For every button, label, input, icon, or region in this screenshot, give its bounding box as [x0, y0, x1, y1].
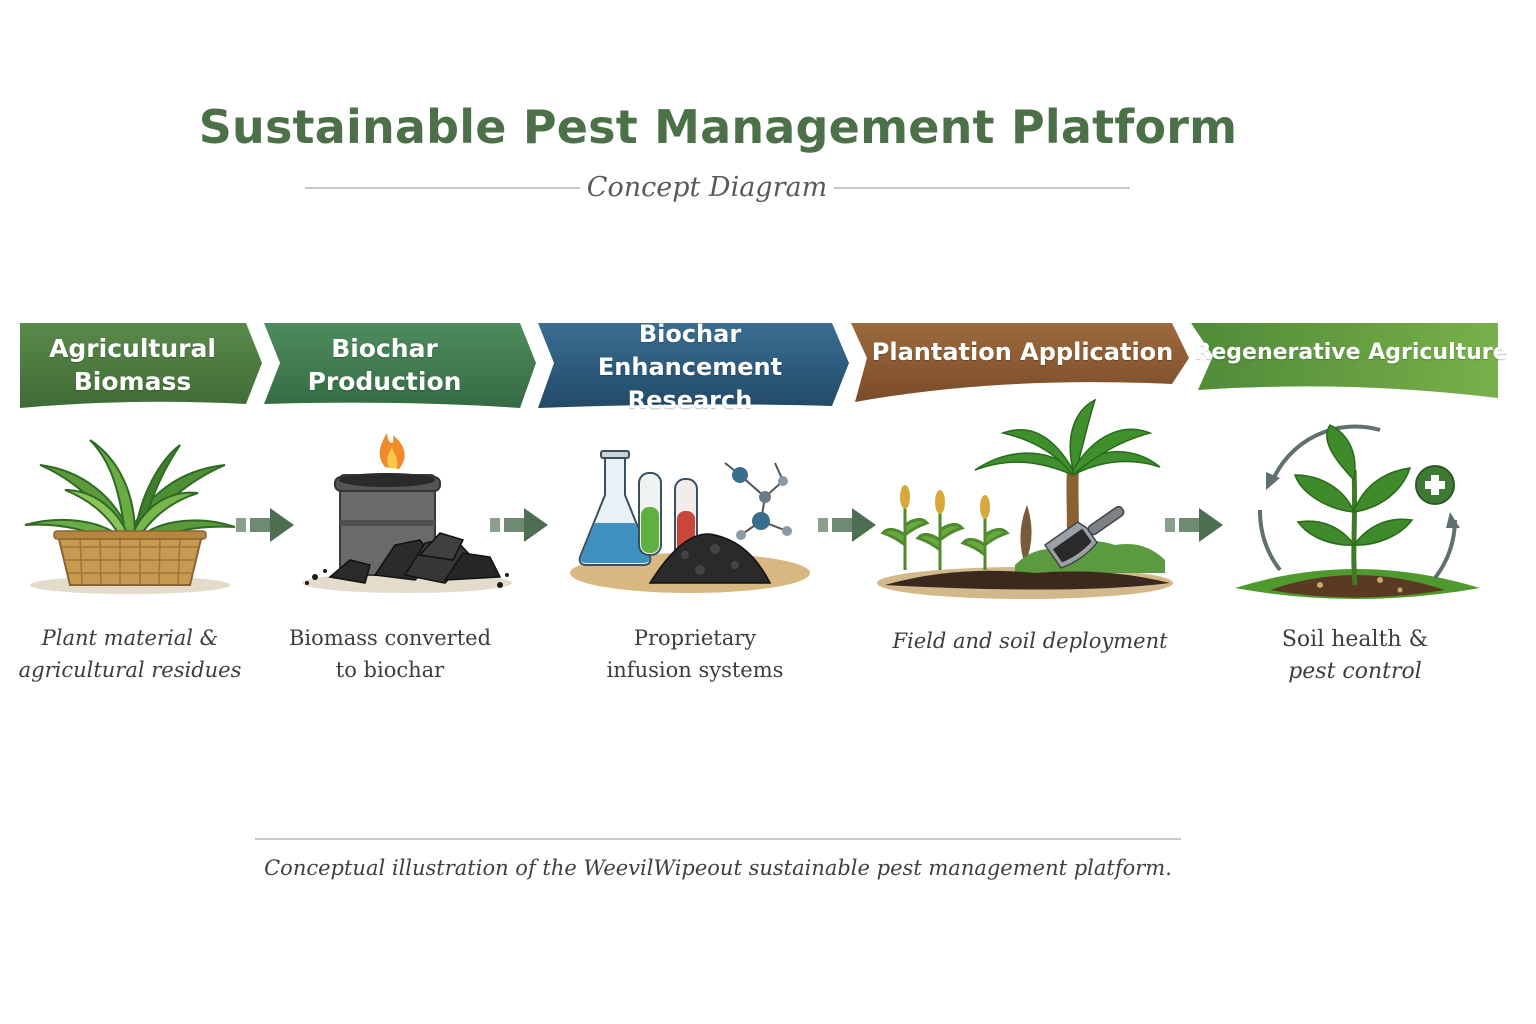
banner-shape-agricultural-biomass: [20, 323, 262, 408]
caption-line: Plant material &: [41, 626, 219, 650]
stage-label-plantation-application: Plantation Application: [871, 337, 1174, 366]
banner-shape-biochar-enhancement-research: [538, 323, 849, 408]
right-arrow-icon: [1165, 508, 1223, 542]
stage-label-agricultural-biomass: Agricultural Biomass: [49, 334, 216, 396]
caption-line: Proprietary: [633, 626, 757, 650]
caption-line: Soil health &: [1281, 627, 1429, 652]
stage-caption-biochar-production: Biomass converted to biochar: [270, 622, 510, 686]
stage-label-biochar-production: Biochar Production: [307, 334, 462, 396]
stage-caption-biochar-enhancement-research: Proprietary infusion systems: [565, 622, 825, 686]
stage-label-regenerative-agriculture: Regenerative Agriculture: [1194, 339, 1508, 365]
caption-line: infusion systems: [606, 658, 784, 682]
caption-line: to biochar: [335, 658, 445, 682]
right-arrow-icon: [236, 508, 294, 542]
banner-shape-biochar-production: [264, 323, 536, 408]
lab-glassware-icon: [570, 450, 810, 593]
growing-seedling-icon: [1235, 424, 1480, 599]
stage-label-biochar-enhancement-research: Biochar Enhancement Research: [597, 319, 783, 414]
footnote-caption: Conceptual illustration of the WeevilWip…: [264, 856, 1172, 880]
stage-banner-band: [0, 318, 1536, 418]
right-arrow-icon: [818, 508, 876, 542]
caption-line: Field and soil deployment: [892, 629, 1168, 653]
plant-basket-icon: [24, 439, 236, 594]
banner-shape-plantation-application: [851, 323, 1189, 402]
caption-line: agricultural residues: [18, 658, 242, 682]
diagram-title: Sustainable Pest Management Platform: [198, 100, 1238, 154]
right-arrow-icon: [490, 508, 548, 542]
caption-line: pest control: [1288, 659, 1422, 684]
diagram-subtitle: Concept Diagram: [586, 172, 828, 203]
caption-line: Biomass converted: [288, 626, 492, 650]
stage-caption-agricultural-biomass: Plant material & agricultural residues: [10, 622, 250, 686]
plantation-field-icon: [877, 398, 1173, 599]
stage-caption-plantation-application: Field and soil deployment: [880, 625, 1180, 657]
footnote-rule: [255, 838, 1181, 840]
banner-shape-regenerative-agriculture: [1191, 323, 1498, 398]
subtitle-rule-right: [834, 187, 1130, 189]
biochar-kiln-icon: [302, 433, 512, 593]
subtitle-rule-left: [305, 187, 580, 189]
stage-caption-regenerative-agriculture: Soil health & pest control: [1240, 624, 1470, 688]
